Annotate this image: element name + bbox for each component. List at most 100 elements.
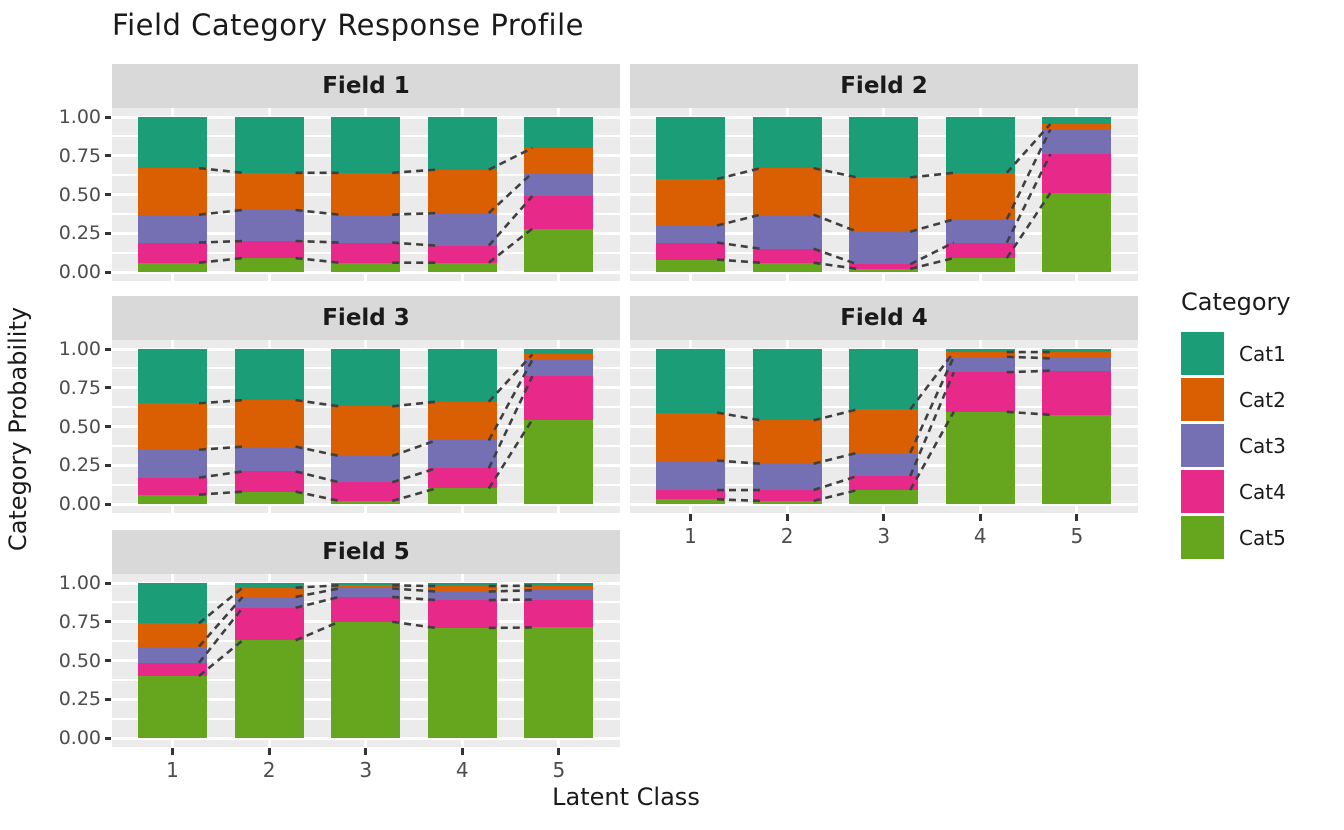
segment-field-5-class1-cat1 — [138, 583, 207, 624]
segment-field-5-class1-cat4 — [138, 662, 207, 676]
bar-field-2-class1 — [656, 117, 725, 272]
segment-field-2-class1-cat4 — [656, 242, 725, 260]
segment-field-5-class2-cat3 — [234, 596, 304, 608]
x-tick — [460, 748, 464, 755]
segment-field-5-class2-cat1 — [234, 583, 304, 588]
y-tick — [105, 463, 111, 467]
y-tick — [105, 347, 111, 351]
segment-field-3-class2-cat3 — [234, 446, 304, 472]
segment-field-5-class5-cat3 — [524, 590, 594, 600]
bar-field-5-class3 — [331, 583, 401, 738]
y-tick — [105, 115, 111, 119]
segment-field-3-class1-cat2 — [138, 403, 207, 450]
segment-field-4-class3-cat3 — [849, 452, 919, 477]
segment-field-2-class2-cat2 — [752, 168, 822, 215]
bar-field-3-class5 — [524, 349, 594, 504]
y-tick-label: 1.00 — [58, 572, 101, 594]
bar-field-5-class4 — [427, 583, 497, 738]
segment-field-1-class3-cat2 — [331, 172, 401, 215]
segment-field-3-class1-cat5 — [138, 494, 207, 504]
segment-field-3-class4-cat4 — [427, 468, 497, 489]
y-tick-label: 0.25 — [58, 454, 101, 477]
segment-field-4-class1-cat2 — [656, 412, 725, 461]
segment-field-4-class5-cat1 — [1042, 349, 1112, 353]
y-tick — [105, 697, 111, 701]
segment-field-5-class1-cat3 — [138, 646, 207, 663]
segment-field-1-class4-cat1 — [427, 117, 497, 170]
segment-field-1-class5-cat1 — [524, 117, 594, 148]
segment-field-2-class3-cat2 — [849, 177, 919, 232]
segment-field-3-class4-cat5 — [427, 488, 497, 504]
segment-field-2-class4-cat5 — [945, 258, 1015, 272]
segment-field-4-class2-cat1 — [752, 349, 822, 421]
segment-field-1-class3-cat3 — [331, 214, 401, 243]
segment-field-2-class2-cat3 — [752, 214, 822, 249]
y-tick-label: 0.50 — [58, 183, 101, 206]
y-tick-label: 0.75 — [58, 144, 101, 167]
segment-field-1-class5-cat5 — [524, 228, 594, 272]
segment-field-2-class4-cat4 — [945, 242, 1015, 259]
segment-field-1-class5-cat2 — [524, 148, 594, 173]
legend-swatch-cat5 — [1181, 516, 1224, 559]
segment-field-4-class3-cat2 — [849, 409, 919, 453]
x-tick-label: 1 — [684, 524, 697, 548]
segment-field-2-class2-cat1 — [752, 117, 822, 169]
segment-field-2-class4-cat3 — [945, 219, 1015, 243]
bar-field-3-class4 — [427, 349, 497, 504]
x-tick-label: 3 — [877, 524, 891, 548]
segment-field-3-class4-cat3 — [427, 440, 497, 469]
bar-field-3-class2 — [234, 349, 304, 504]
segment-field-5-class3-cat2 — [331, 585, 401, 589]
y-tick — [105, 231, 111, 235]
segment-field-3-class2-cat4 — [234, 471, 304, 492]
segment-field-2-class1-cat1 — [656, 117, 725, 179]
legend-entry-cat3: Cat3 — [1181, 424, 1291, 467]
bar-field-4-class1 — [656, 349, 725, 504]
segment-field-1-class5-cat4 — [524, 196, 594, 229]
segment-field-2-class3-cat4 — [849, 264, 919, 269]
segment-field-2-class2-cat5 — [752, 262, 822, 272]
bar-field-2-class2 — [752, 117, 822, 272]
bar-field-1-class1 — [138, 117, 207, 272]
legend-entry-cat1: Cat1 — [1181, 332, 1291, 375]
segment-field-3-class2-cat2 — [234, 400, 304, 447]
segment-field-1-class1-cat5 — [138, 262, 207, 272]
segment-field-2-class3-cat1 — [849, 117, 919, 178]
segment-field-4-class1-cat4 — [656, 490, 725, 500]
segment-field-4-class4-cat4 — [945, 372, 1015, 412]
segment-field-1-class1-cat2 — [138, 168, 207, 215]
segment-field-5-class3-cat3 — [331, 588, 401, 597]
legend-entry-cat5: Cat5 — [1181, 516, 1291, 559]
segment-field-1-class4-cat4 — [427, 245, 497, 263]
bar-field-1-class3 — [331, 117, 401, 272]
x-tick — [1075, 514, 1079, 521]
legend-title: Category — [1181, 288, 1291, 316]
segment-field-4-class4-cat3 — [945, 356, 1015, 373]
segment-field-2-class5-cat4 — [1042, 154, 1112, 193]
segment-field-3-class1-cat1 — [138, 349, 207, 404]
y-axis-title: Category Probability — [4, 306, 32, 552]
y-tick-label: 0.25 — [58, 222, 101, 245]
chart-title: Field Category Response Profile — [112, 8, 585, 42]
facet-panel-field-2 — [630, 108, 1138, 281]
segment-field-3-class2-cat5 — [234, 491, 304, 504]
segment-field-5-class5-cat1 — [524, 583, 594, 586]
segment-field-2-class1-cat2 — [656, 179, 725, 226]
y-tick — [105, 270, 111, 274]
y-tick-label: 0.50 — [58, 415, 101, 438]
legend-swatch-cat1 — [1181, 332, 1224, 375]
segment-field-4-class4-cat1 — [945, 349, 1015, 353]
y-tick-label: 0.00 — [58, 261, 101, 283]
legend-label-cat4: Cat4 — [1239, 479, 1286, 504]
segment-field-5-class4-cat3 — [427, 591, 497, 601]
segment-field-3-class3-cat3 — [331, 455, 401, 483]
x-tick-label: 1 — [166, 758, 179, 782]
facet-panel-field-4 — [630, 340, 1138, 513]
x-tick — [557, 748, 561, 755]
y-tick-label: 1.00 — [58, 338, 101, 360]
segment-field-4-class4-cat5 — [945, 411, 1015, 504]
bar-field-5-class2 — [234, 583, 304, 738]
x-tick-label: 5 — [1070, 524, 1084, 548]
bar-field-2-class5 — [1042, 117, 1112, 272]
